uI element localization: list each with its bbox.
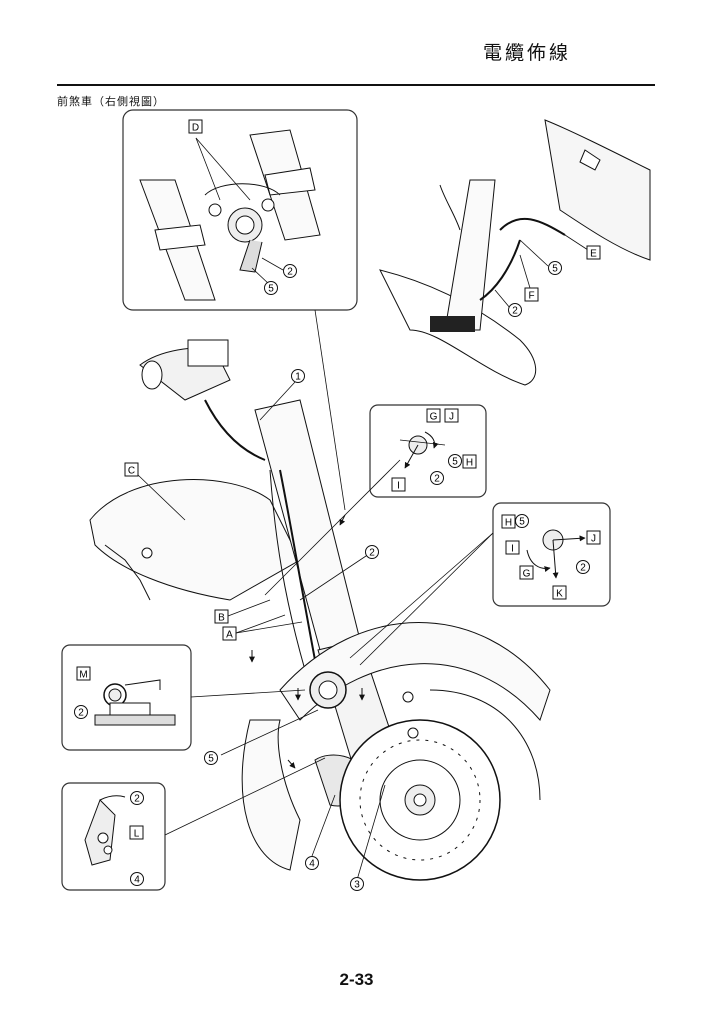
svg-text:J: J: [449, 412, 454, 423]
label-A: A: [222, 626, 237, 641]
label-G-2: G: [519, 565, 534, 580]
svg-text:G: G: [430, 412, 438, 423]
svg-text:F: F: [528, 291, 534, 302]
callout-4-main: 4: [305, 856, 319, 870]
letter-labels: D E F C G J H I H J I G K B A M L: [76, 119, 601, 840]
svg-text:C: C: [128, 466, 135, 477]
label-B: B: [214, 609, 229, 624]
svg-text:5: 5: [452, 457, 458, 468]
label-D: D: [188, 119, 203, 134]
callout-5-main: 5: [204, 751, 218, 765]
svg-text:I: I: [511, 544, 514, 555]
header-rule: [57, 84, 655, 86]
label-H-1: H: [462, 454, 477, 469]
svg-text:M: M: [79, 670, 87, 681]
svg-text:D: D: [192, 123, 199, 134]
label-J-2: J: [586, 530, 601, 545]
svg-text:2: 2: [434, 474, 440, 485]
svg-text:I: I: [397, 481, 400, 492]
label-I-2: I: [505, 540, 520, 555]
section-label: 前煞車（右側視圖）: [57, 95, 165, 108]
callout-2-top-right: 2: [508, 303, 522, 317]
svg-text:A: A: [226, 630, 233, 641]
label-H-2: H: [501, 514, 516, 529]
callout-3-main: 3: [350, 877, 364, 891]
label-I-1: I: [391, 477, 406, 492]
callout-5-top-right: 5: [548, 261, 562, 275]
label-F: F: [524, 287, 539, 302]
leader-lines: [137, 309, 494, 881]
inset-panel-m: [61, 644, 192, 751]
label-L: L: [129, 825, 144, 840]
svg-text:5: 5: [519, 517, 525, 528]
inset-panel-l: [61, 782, 166, 891]
callout-2-top-inset: 2: [283, 264, 297, 278]
label-C: C: [124, 462, 139, 477]
svg-text:2: 2: [512, 306, 518, 317]
svg-text:4: 4: [134, 875, 140, 886]
svg-text:5: 5: [208, 754, 214, 765]
callout-2-inset-gj: 2: [430, 471, 444, 485]
svg-text:E: E: [590, 249, 597, 260]
svg-text:2: 2: [369, 548, 375, 559]
inset-panel-orientation-2: [492, 502, 611, 607]
page-number: 2-33: [339, 970, 374, 989]
callout-2-main: 2: [365, 545, 379, 559]
page-header-title: 電纜佈線: [482, 42, 571, 64]
svg-text:5: 5: [552, 264, 558, 275]
label-J-1: J: [444, 408, 459, 423]
label-M: M: [76, 666, 91, 681]
callout-5-top-inset: 5: [264, 281, 278, 295]
svg-text:2: 2: [580, 563, 586, 574]
label-G-1: G: [426, 408, 441, 423]
circled-callouts: 2 5 5 2 1 5 2 5 2 2 2 5 2 4 4 3: [74, 261, 590, 891]
svg-text:H: H: [505, 518, 512, 529]
svg-text:J: J: [591, 534, 596, 545]
callout-2-inset-l: 2: [130, 791, 144, 805]
label-K: K: [552, 585, 567, 600]
svg-text:2: 2: [134, 794, 140, 805]
callout-4-inset-l: 4: [130, 872, 144, 886]
svg-text:L: L: [134, 829, 140, 840]
svg-text:G: G: [523, 569, 531, 580]
inset-panel-orientation-1: [369, 404, 487, 498]
callout-2-inset-hk: 2: [576, 560, 590, 574]
inset-panel-top: [122, 109, 358, 311]
callout-5-inset-gj: 5: [448, 454, 462, 468]
svg-text:1: 1: [295, 372, 301, 383]
callout-2-inset-m: 2: [74, 705, 88, 719]
svg-text:3: 3: [354, 880, 360, 891]
main-assembly-drawing: [89, 339, 551, 881]
svg-text:B: B: [218, 613, 225, 624]
svg-text:2: 2: [78, 708, 84, 719]
svg-text:2: 2: [287, 267, 293, 278]
svg-text:5: 5: [268, 284, 274, 295]
svg-text:K: K: [556, 589, 563, 600]
svg-text:4: 4: [309, 859, 315, 870]
inset-fork-top-right: [379, 119, 651, 386]
callout-1: 1: [291, 369, 305, 383]
svg-text:H: H: [466, 458, 473, 469]
label-E: E: [586, 245, 601, 260]
callout-5-inset-hk: 5: [515, 514, 529, 528]
